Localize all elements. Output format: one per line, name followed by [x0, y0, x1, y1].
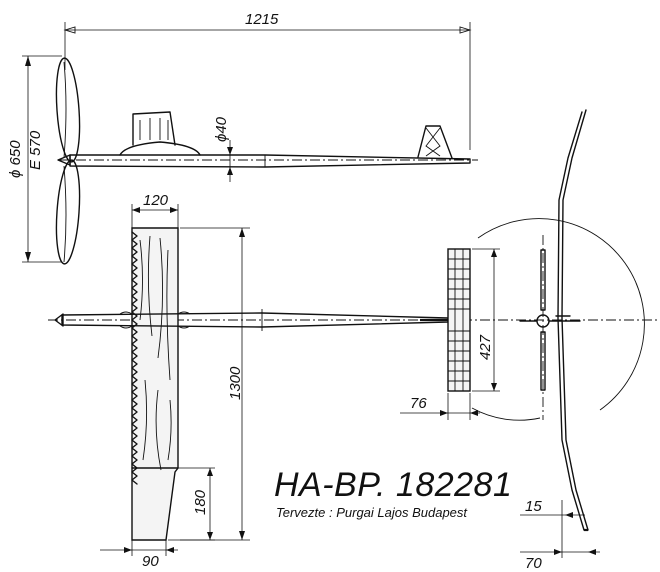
wing-tip-length-label: 180: [192, 489, 209, 515]
stab-chord-label: 76: [410, 395, 427, 412]
front-view: [471, 109, 645, 532]
dihedral-a-label: 15: [525, 498, 542, 515]
stabilizer-planform: [447, 248, 471, 392]
wing-root-chord-label: 120: [143, 192, 169, 209]
wing-span-dimension: 1300: [180, 227, 250, 541]
drawing-title: HA-BP. 182281: [274, 466, 512, 504]
fuselage-diameter-dimension: ϕ40: [213, 116, 233, 182]
wing-tip-chord-dimension: 90: [100, 540, 178, 570]
wing-tip-chord-label: 90: [142, 553, 159, 570]
wing-span-label: 1300: [227, 366, 244, 400]
wing-tip-length-dimension: 180: [168, 467, 215, 541]
prop-diameter-label: ϕ 650: [7, 140, 24, 178]
designer-credit: Tervezte : Purgai Lajos Budapest: [276, 505, 468, 520]
overall-length-label: 1215: [245, 11, 279, 28]
dihedral-b-label: 70: [525, 555, 542, 572]
overall-length-dimension: 1215: [63, 11, 472, 150]
stab-span-label: 427: [477, 334, 494, 360]
top-view: 120 1300: [48, 192, 660, 570]
stab-chord-dimension: 76: [400, 393, 480, 420]
side-view: 1215 ϕ 650 E 570: [7, 11, 478, 265]
fuselage-diameter-label: ϕ40: [213, 116, 230, 142]
stab-span-dimension: 427: [472, 248, 500, 392]
prop-diameter-dimension: ϕ 650 E 570: [7, 55, 62, 263]
propeller-side: [55, 57, 81, 265]
dihedral-dimensions: 15 70: [520, 498, 600, 572]
wing-planform: [131, 227, 179, 541]
prop-pitch-label: E 570: [27, 130, 44, 170]
fuselage-side: [69, 111, 471, 168]
wing-root-chord-dimension: 120: [131, 192, 179, 228]
